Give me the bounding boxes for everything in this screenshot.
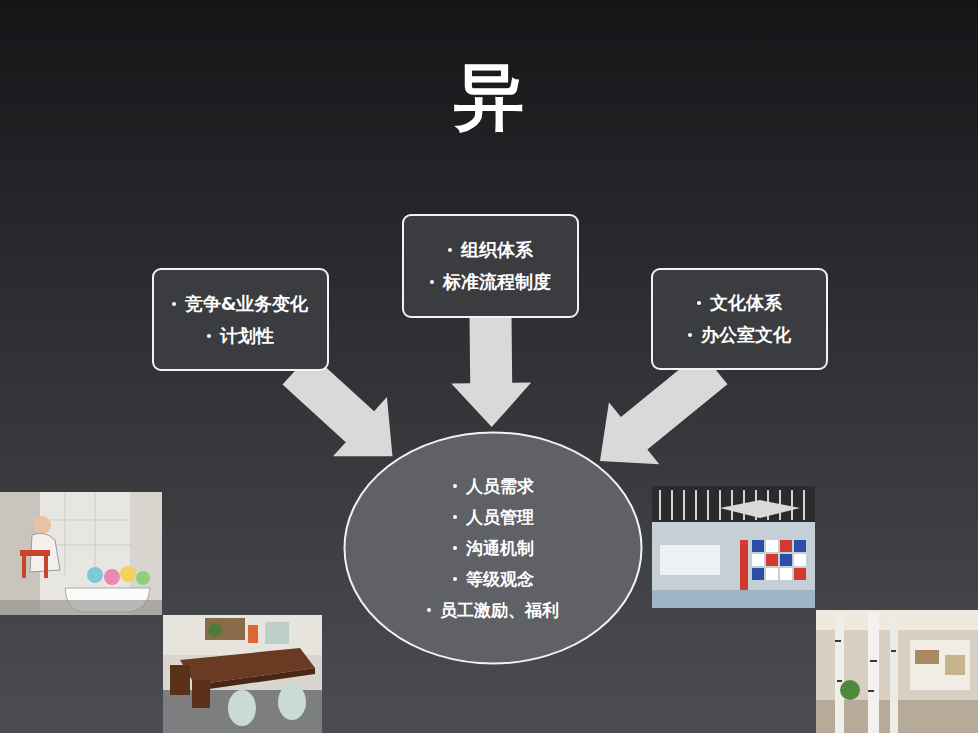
text-stack: 组织体系标准流程制度 [404,216,577,316]
bullet-dot [427,608,431,612]
bullet-item: 沟通机制 [453,537,534,560]
bullet-item: 竞争&业务变化 [172,292,309,316]
bullet-item: 办公室文化 [688,323,791,347]
bullet-item: 组织体系 [448,238,533,262]
bullet-dot [453,484,457,488]
bullet-dot [688,333,692,337]
slide-title: 异 [0,58,978,135]
bullet-item: 员工激励、福利 [427,599,559,622]
bullet-text: 办公室文化 [701,323,791,347]
topic-box: 文化体系办公室文化 [651,268,828,370]
topic-box: 组织体系标准流程制度 [402,214,579,318]
bullet-dot [697,301,701,305]
bullet-text: 计划性 [220,324,274,348]
bullet-dot [430,280,434,284]
bullet-text: 标准流程制度 [443,270,551,294]
bullet-dot [453,515,457,519]
bullet-text: 组织体系 [461,238,533,262]
bullet-dot [453,577,457,581]
text-stack: 竞争&业务变化计划性 [154,270,327,369]
bullet-dot [207,334,211,338]
office-photo [652,486,815,608]
block-arrow [451,316,531,427]
bullet-item: 计划性 [207,324,274,348]
bullet-item: 人员需求 [453,475,534,498]
bullet-item: 文化体系 [697,291,782,315]
office-photo [0,492,162,615]
bullet-dot [172,302,176,306]
bullet-text: 等级观念 [466,568,534,591]
office-photo [816,610,978,733]
bullet-text: 竞争&业务变化 [185,292,309,316]
bullet-item: 标准流程制度 [430,270,551,294]
office-photo [163,615,322,733]
bullet-dot [448,248,452,252]
bullet-item: 等级观念 [453,568,534,591]
bullet-text: 人员需求 [466,475,534,498]
bullet-text: 员工激励、福利 [440,599,559,622]
bullet-text: 文化体系 [710,291,782,315]
topic-box: 竞争&业务变化计划性 [152,268,329,371]
bullet-text: 沟通机制 [466,537,534,560]
bullet-dot [453,546,457,550]
text-stack: 人员需求人员管理沟通机制等级观念员工激励、福利 [343,431,643,665]
text-stack: 文化体系办公室文化 [653,270,826,368]
bullet-item: 人员管理 [453,506,534,529]
focus-ellipse: 人员需求人员管理沟通机制等级观念员工激励、福利 [343,431,643,665]
bullet-text: 人员管理 [466,506,534,529]
